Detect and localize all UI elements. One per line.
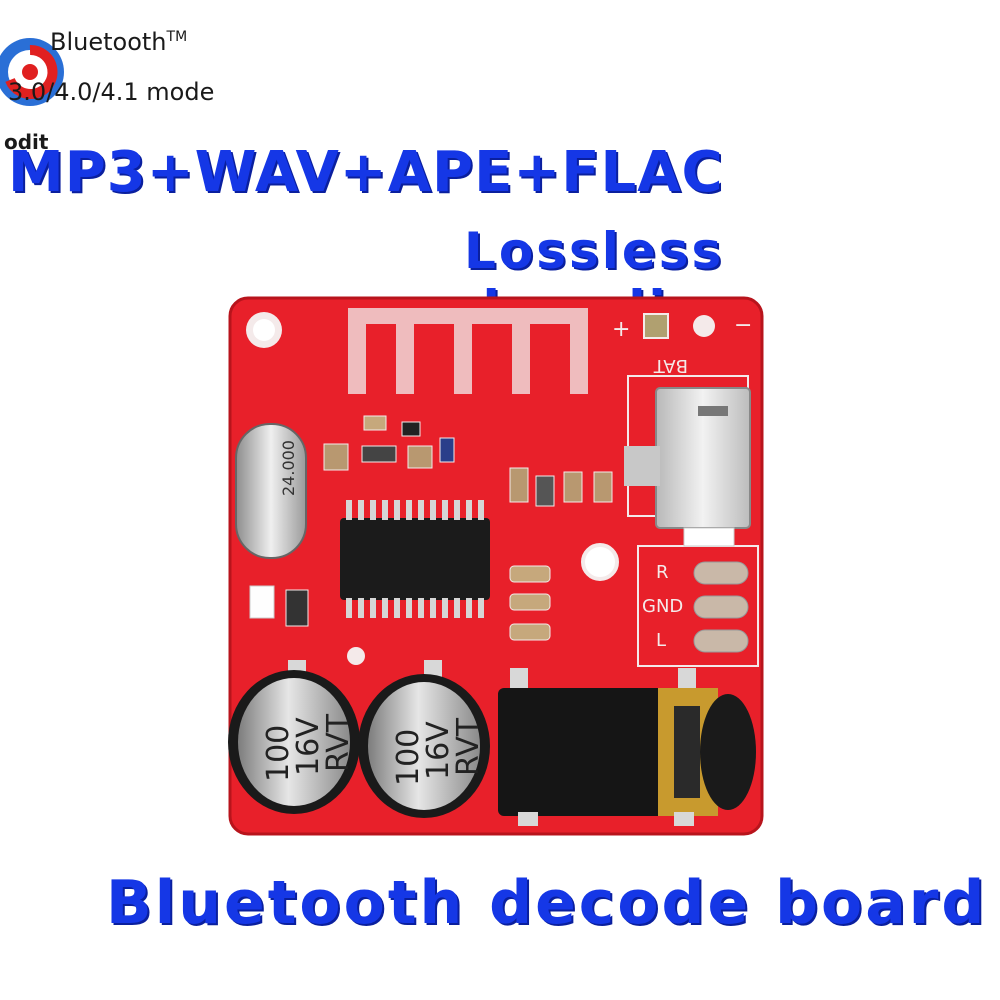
- minus-label: −: [734, 313, 752, 338]
- electrolytic-capacitor-1: 100 16V RVT: [228, 660, 360, 814]
- audio-jack-3-5mm: [498, 668, 756, 826]
- pin-label-r: R: [656, 562, 669, 583]
- bluetooth-label: BluetoothTM: [50, 28, 187, 56]
- pin-label-gnd: GND: [642, 596, 683, 617]
- svg-text:16V: 16V: [291, 717, 326, 776]
- svg-text:RVT: RVT: [451, 717, 486, 776]
- mode-label: 3.0/4.0/4.1 mode: [8, 78, 215, 106]
- brand-logo-icon: [0, 38, 64, 106]
- svg-text:100: 100: [391, 729, 426, 786]
- electrolytic-capacitor-2: 100 16V RVT: [358, 660, 490, 818]
- cap1-value: 100: [261, 725, 296, 782]
- svg-text:100: 100: [261, 725, 296, 782]
- mount-hole: [581, 543, 619, 581]
- brand-label: odit: [4, 130, 49, 154]
- cap2-brand: RVT: [451, 717, 486, 776]
- svg-text:RVT: RVT: [321, 713, 356, 772]
- cap1-voltage: 16V: [291, 717, 326, 776]
- plus-label: +: [612, 317, 630, 342]
- pcb-board-image: + − BAT R GND L 24.000: [228, 296, 764, 836]
- cap2-value: 100: [391, 729, 426, 786]
- pin-label-l: L: [656, 630, 666, 651]
- bat-label: BAT: [653, 355, 688, 376]
- format-headline: MP3+WAV+APE+FLAC: [8, 140, 724, 205]
- decoder-ic-chip: [340, 500, 490, 618]
- cap2-voltage: 16V: [421, 721, 456, 780]
- antenna-trace: [348, 308, 588, 394]
- cap1-brand: RVT: [321, 713, 356, 772]
- svg-text:16V: 16V: [421, 721, 456, 780]
- crystal-oscillator: [235, 423, 307, 559]
- crystal-label: 24.000: [279, 440, 298, 496]
- board-caption: Bluetooth decode board: [106, 868, 988, 938]
- trademark-sup: TM: [166, 29, 188, 45]
- bluetooth-text: Bluetooth: [50, 28, 167, 56]
